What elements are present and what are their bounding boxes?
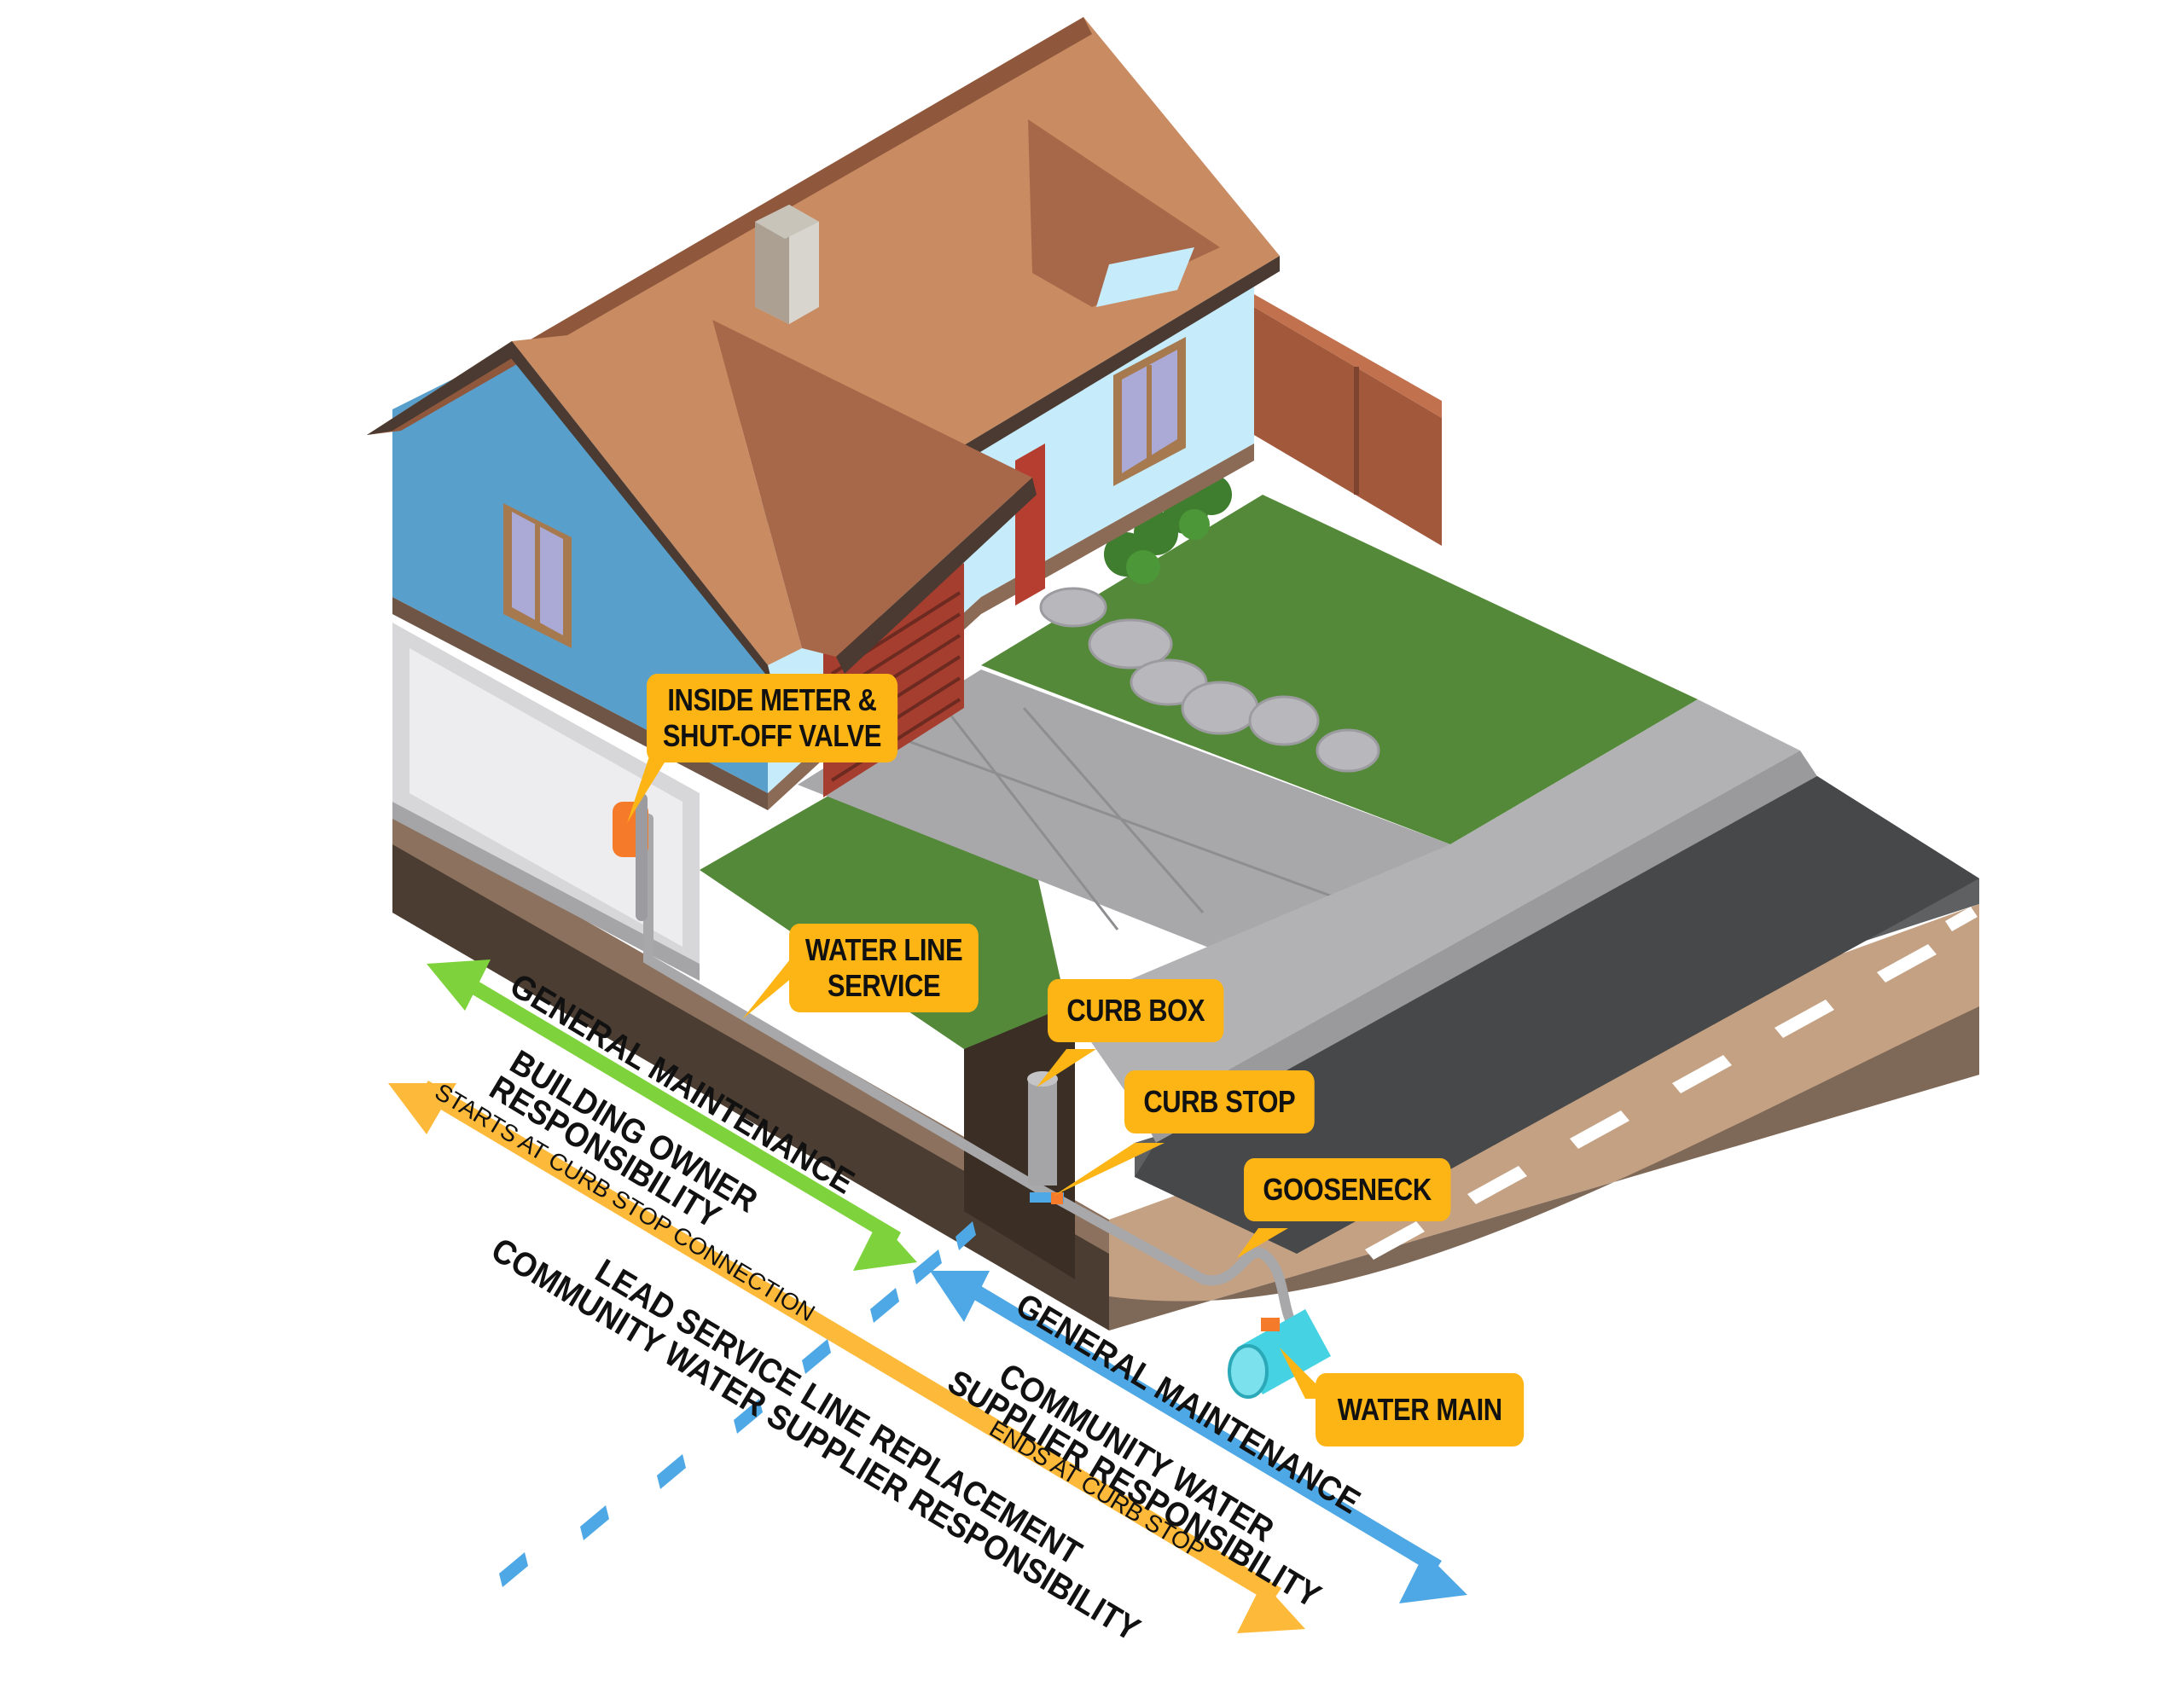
callout-inside-meter-line1: INSIDE METER &: [667, 682, 877, 717]
callout-inside-meter: INSIDE METER & SHUT-OFF VALVE: [647, 674, 897, 762]
callout-water-line-line2: SERVICE: [827, 968, 941, 1003]
callout-curb-box-label: CURB BOX: [1066, 993, 1205, 1028]
ground-top: [700, 495, 1979, 1260]
house: [367, 17, 1280, 981]
fence: [1254, 294, 1442, 546]
property-line: [499, 1221, 976, 1587]
callout-gooseneck: GOOSENECK: [1244, 1158, 1451, 1221]
water-pipes: [643, 814, 1302, 1336]
callout-gooseneck-label: GOOSENECK: [1263, 1172, 1432, 1207]
supplier-arrow: [930, 1271, 1467, 1603]
stepping-stones: [1039, 587, 1380, 773]
callout-curb-box: CURB BOX: [1048, 979, 1224, 1042]
callout-water-line-line1: WATER LINE: [804, 932, 963, 967]
callout-inside-meter-line2: SHUT-OFF VALVE: [662, 718, 881, 753]
owner-arrow: [427, 959, 917, 1271]
lead-arrow: [388, 1081, 1305, 1633]
callout-water-main-label: WATER MAIN: [1337, 1392, 1502, 1427]
callout-curb-stop: CURB STOP: [1124, 1070, 1315, 1133]
callout-water-main: WATER MAIN: [1316, 1373, 1525, 1446]
meter-icon: [613, 793, 648, 921]
callout-curb-stop-label: CURB STOP: [1143, 1084, 1296, 1119]
callout-water-line-service: WATER LINE SERVICE: [789, 924, 979, 1012]
